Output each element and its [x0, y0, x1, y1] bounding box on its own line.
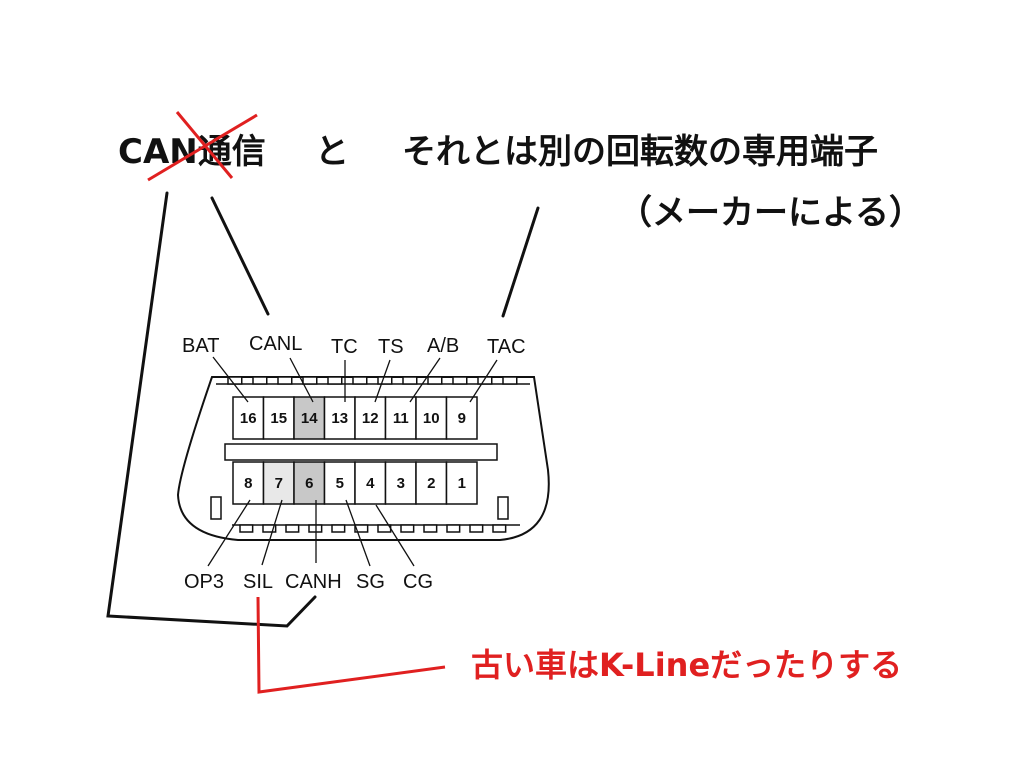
and-text: と [315, 132, 349, 172]
notch [285, 524, 300, 533]
top-leaders [212, 356, 498, 403]
notch [262, 524, 277, 533]
left-key [210, 496, 222, 520]
pin-number: 6 [305, 475, 313, 492]
pin-5: 5 [323, 461, 356, 505]
label-ab: A/B [427, 335, 459, 357]
pin-15: 15 [262, 396, 295, 440]
notch [352, 376, 368, 385]
pin-cell [262, 396, 295, 440]
notch [402, 376, 418, 385]
notch [502, 376, 518, 385]
top-notches [227, 376, 518, 385]
pin-cell [354, 396, 387, 440]
pin-cell [323, 396, 356, 440]
notch [302, 376, 318, 385]
notch [400, 524, 415, 533]
notch [277, 376, 293, 385]
pin-cell [445, 461, 478, 505]
kline-bracket [256, 596, 446, 694]
pin-2: 2 [415, 461, 448, 505]
strike-mark [147, 111, 258, 182]
pin-number: 15 [270, 410, 287, 427]
label-sil: SIL [243, 571, 273, 593]
pin-cell [232, 461, 265, 505]
label-cg: CG [403, 571, 433, 593]
pin-row-top: 16 15 14 13 12 11 10 9 [232, 396, 478, 440]
pointer-lines [106, 191, 540, 628]
pin-number: 9 [458, 410, 466, 427]
pin-number: 1 [458, 475, 466, 492]
notch [423, 524, 438, 533]
notch [452, 376, 468, 385]
label-canh: CANH [285, 571, 342, 593]
pin-6: 6 [293, 461, 326, 505]
obd-connector: 16 15 14 13 12 11 10 9 8 7 6 5 4 3 2 1 [176, 376, 550, 541]
pin-number: 8 [244, 475, 252, 492]
top-labels: BAT CANL TC TS A/B TAC [182, 333, 526, 358]
label-canl: CANL [249, 333, 302, 355]
notch [354, 524, 369, 533]
can-heading: CAN通信 [118, 132, 266, 172]
pin-16: 16 [232, 396, 265, 440]
notch [252, 376, 268, 385]
notch [427, 376, 443, 385]
pin-number: 12 [362, 410, 379, 427]
tach-heading: それとは別の回転数の専用端子 [402, 132, 878, 172]
divider-bar [224, 443, 498, 461]
notch [331, 524, 346, 533]
notch [469, 524, 484, 533]
notch [308, 524, 323, 533]
pin-10: 10 [415, 396, 448, 440]
pin-number: 7 [275, 475, 283, 492]
pin-number: 13 [331, 410, 348, 427]
pin-12: 12 [354, 396, 387, 440]
pin-cell [415, 461, 448, 505]
label-tac: TAC [487, 336, 526, 358]
notch [327, 376, 343, 385]
notch [227, 376, 243, 385]
notch [477, 376, 493, 385]
label-tc: TC [331, 336, 358, 358]
kline-note: 古い車はK-Lineだったりする [471, 646, 902, 684]
label-bat: BAT [182, 335, 219, 357]
pin-11: 11 [384, 396, 417, 440]
notch [492, 524, 507, 533]
pin-number: 3 [397, 475, 405, 492]
maker-note: （メーカーによる） [618, 193, 923, 233]
right-key [497, 496, 509, 520]
pin-number: 4 [366, 475, 375, 492]
pin-number: 14 [301, 410, 318, 427]
pin-cell [384, 461, 417, 505]
pin-number: 10 [423, 410, 440, 427]
pin-number: 11 [393, 410, 409, 427]
bottom-notches [239, 524, 507, 533]
pin-3: 3 [384, 461, 417, 505]
notch [446, 524, 461, 533]
bottom-labels: OP3 SIL CANH SG CG [184, 571, 433, 593]
pin-13: 13 [323, 396, 356, 440]
pin-1: 1 [445, 461, 478, 505]
label-sg: SG [356, 571, 385, 593]
label-op3: OP3 [184, 571, 224, 593]
notch [377, 376, 393, 385]
label-ts: TS [378, 336, 404, 358]
pin-number: 2 [427, 475, 435, 492]
pin-number: 5 [336, 475, 344, 492]
pin-cell [445, 396, 478, 440]
pin-cell [232, 396, 265, 440]
pin-4: 4 [354, 461, 387, 505]
bottom-leaders [207, 499, 415, 567]
pin-number: 16 [240, 410, 257, 427]
pin-14: 14 [293, 396, 326, 440]
pin-8: 8 [232, 461, 265, 505]
pin-row-bottom: 8 7 6 5 4 3 2 1 [232, 461, 478, 505]
pin-7: 7 [262, 461, 295, 505]
notch [239, 524, 254, 533]
pin-cell [293, 396, 326, 440]
pin-9: 9 [445, 396, 478, 440]
